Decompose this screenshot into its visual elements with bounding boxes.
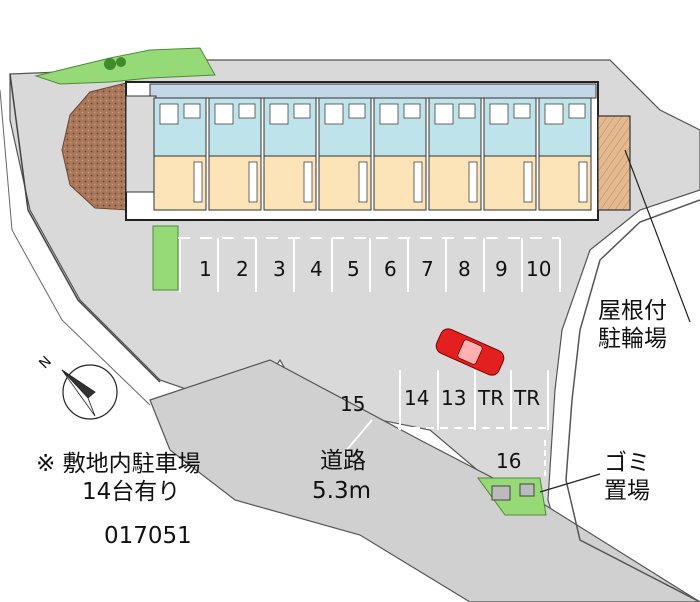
grass-top xyxy=(34,47,216,85)
parking-space-number: 5 xyxy=(347,257,360,281)
bicycle-label-2: 駐輪場 xyxy=(598,326,667,352)
garbage-area xyxy=(477,477,547,516)
space-13: 13 xyxy=(441,386,466,410)
parking-space-number: 6 xyxy=(384,257,397,281)
road xyxy=(149,359,700,602)
brick-courtyard xyxy=(61,81,131,211)
garbage-leader xyxy=(539,473,601,493)
corridor-roof xyxy=(149,83,597,99)
parking-space-number: 7 xyxy=(421,257,434,281)
parking-row-top xyxy=(178,237,561,292)
apartment-unit xyxy=(538,97,592,211)
parking-row-lower xyxy=(344,370,549,480)
parking-space-number: 10 xyxy=(526,257,551,281)
space-16: 16 xyxy=(496,449,521,473)
apartment-unit xyxy=(373,97,427,211)
parking-space-number: 2 xyxy=(236,257,249,281)
garbage-label-2: 置場 xyxy=(604,478,650,504)
property-code: 017051 xyxy=(104,523,192,549)
parking-space-number: 1 xyxy=(199,257,212,281)
shrub xyxy=(116,57,126,67)
parking-space-number: 3 xyxy=(273,257,286,281)
parking-space-number: 9 xyxy=(495,257,508,281)
apartment-unit xyxy=(208,97,262,211)
road-width: 5.3m xyxy=(312,478,371,504)
car xyxy=(435,328,505,376)
space-tr-1: TR xyxy=(477,386,504,410)
boundary-dash xyxy=(611,61,661,111)
space-15: 15 xyxy=(340,392,365,416)
grass-strip xyxy=(152,225,179,291)
note-line-2: 14台有り xyxy=(82,479,180,505)
bicycle-shelter xyxy=(597,115,631,211)
shrub xyxy=(104,58,116,70)
apartment-unit xyxy=(483,97,537,211)
apartment-unit xyxy=(263,97,317,211)
apartment-building xyxy=(125,81,631,221)
compass-icon xyxy=(61,364,118,420)
boundary-line-left-2 xyxy=(0,89,151,406)
garbage-label-1: ゴミ xyxy=(604,450,650,476)
road-label: 道路 xyxy=(320,448,366,474)
boundary-line-left xyxy=(9,73,161,383)
compass-letter: N xyxy=(36,353,55,372)
apartment-unit xyxy=(428,97,482,211)
space-14: 14 xyxy=(404,386,429,410)
boundary-line-right xyxy=(565,199,700,602)
bicycle-leader xyxy=(624,149,691,323)
stairway xyxy=(125,95,157,193)
parking-space-number: 4 xyxy=(310,257,323,281)
apartment-unit xyxy=(153,97,207,211)
bicycle-label-1: 屋根付 xyxy=(598,298,667,324)
space-tr-2: TR xyxy=(513,386,540,410)
apartment-unit xyxy=(318,97,372,211)
note-line-1: ※ 敷地内駐車場 xyxy=(36,451,201,477)
parking-space-number: 8 xyxy=(458,257,471,281)
